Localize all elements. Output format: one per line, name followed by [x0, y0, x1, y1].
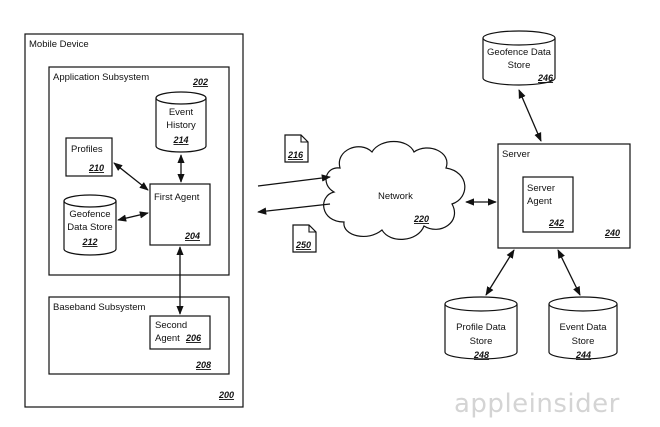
- server-agent-line1: Server: [527, 183, 555, 194]
- arrow-server-event: [557, 249, 581, 296]
- event-store-number: 244: [575, 350, 591, 360]
- profiles-number: 210: [88, 163, 104, 173]
- geofence-server-line2: Store: [508, 60, 531, 71]
- geofence-data-store-local: Geofence Data Store 212: [63, 194, 117, 256]
- profiles-box: Profiles 210: [65, 137, 113, 177]
- profile-store-line2: Store: [470, 336, 493, 347]
- event-data-store: Event Data Store 244: [548, 296, 618, 360]
- server-label: Server: [502, 149, 530, 160]
- first-agent-box: First Agent 204: [149, 183, 211, 246]
- server-number: 240: [604, 228, 620, 238]
- baseband-subsystem-label: Baseband Subsystem: [53, 302, 146, 313]
- profile-store-line1: Profile Data: [456, 322, 506, 333]
- network-number: 220: [413, 214, 429, 224]
- document-216-icon: 216: [284, 134, 309, 163]
- arrow-mobile-to-network: [257, 174, 331, 187]
- application-subsystem-number: 202: [192, 77, 208, 87]
- first-agent-label: First Agent: [154, 192, 200, 203]
- document-216-number: 216: [287, 150, 304, 160]
- network-cloud: Network 220: [323, 140, 466, 240]
- server-agent-number: 242: [548, 218, 564, 228]
- geofence-data-store-server: Geofence Data Store 246: [482, 30, 556, 86]
- geofence-local-number: 212: [81, 237, 97, 247]
- server-agent-box: Server Agent 242: [522, 176, 574, 233]
- arrow-network-to-mobile: [257, 203, 331, 215]
- arrow-geofence-agent: [117, 211, 149, 222]
- first-agent-number: 204: [184, 231, 200, 241]
- application-subsystem-label: Application Subsystem: [53, 72, 149, 83]
- arrow-profiles-agent: [113, 162, 149, 191]
- profiles-label: Profiles: [71, 144, 103, 155]
- mobile-device-label: Mobile Device: [29, 39, 89, 50]
- geofence-server-line1: Geofence Data: [487, 47, 552, 58]
- baseband-subsystem-number: 208: [195, 360, 211, 370]
- document-250-icon: 250: [292, 224, 317, 253]
- second-agent-line1: Second: [155, 320, 187, 331]
- event-store-line1: Event Data: [560, 322, 608, 333]
- profile-data-store: Profile Data Store 248: [444, 296, 518, 360]
- document-250-number: 250: [295, 240, 311, 250]
- event-history-line2: History: [166, 120, 196, 131]
- event-store-line2: Store: [572, 336, 595, 347]
- arrow-server-geofence: [518, 89, 542, 142]
- geofence-local-line1: Geofence: [69, 209, 110, 220]
- mobile-device-number: 200: [218, 390, 234, 400]
- event-history-line1: Event: [169, 107, 194, 118]
- second-agent-box: Second Agent 206: [149, 315, 211, 350]
- event-history-cylinder: Event History 214: [155, 91, 207, 153]
- appleinsider-watermark: appleinsider: [454, 389, 620, 419]
- arrow-server-profile: [485, 249, 515, 296]
- network-label: Network: [378, 191, 413, 202]
- event-history-number: 214: [172, 135, 188, 145]
- second-agent-line2: Agent: [155, 333, 180, 344]
- server-agent-line2: Agent: [527, 196, 552, 207]
- profile-store-number: 248: [473, 350, 489, 360]
- geofence-local-line2: Data Store: [67, 222, 112, 233]
- second-agent-number: 206: [185, 333, 202, 343]
- geofence-server-number: 246: [537, 73, 554, 83]
